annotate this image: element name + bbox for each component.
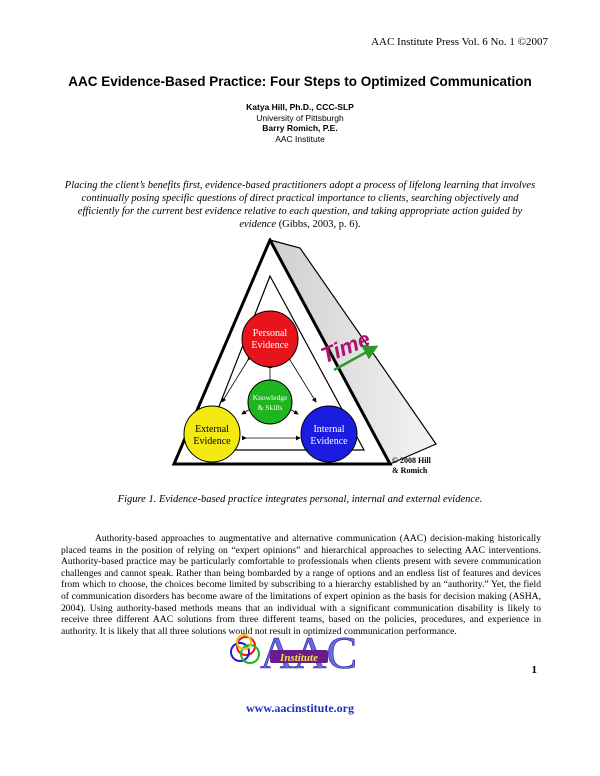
personal-label-line2: Evidence bbox=[251, 340, 289, 351]
author-name: Katya Hill, Ph.D., CCC-SLP bbox=[246, 102, 354, 112]
internal-label-line2: Evidence bbox=[310, 436, 348, 447]
page-number: 1 bbox=[531, 664, 538, 676]
quote-citation: (Gibbs, 2003, p. 6). bbox=[276, 219, 361, 230]
external-label-line1: External bbox=[195, 424, 229, 435]
body-paragraph: Authority-based approaches to augmentati… bbox=[61, 533, 541, 637]
figure-copyright-line2: & Romich bbox=[392, 466, 428, 474]
arrow-personal-external bbox=[221, 355, 253, 403]
author-affiliation: University of Pittsburgh bbox=[256, 113, 344, 123]
time-arrow bbox=[333, 345, 379, 372]
knowledge-label-line2: & Skills bbox=[258, 403, 283, 412]
personal-evidence-circle bbox=[241, 310, 299, 368]
epigraph-quote: Placing the client’s benefits first, evi… bbox=[60, 179, 540, 231]
paper-title: AAC Evidence-Based Practice: Four Steps … bbox=[68, 74, 532, 89]
figure-caption: Figure 1. Evidence-based practice integr… bbox=[117, 494, 483, 505]
figure-copyright-line1: © 2008 Hill bbox=[392, 456, 432, 465]
internal-label-line1: Internal bbox=[313, 424, 344, 435]
aac-institute-logo: AAC Institute bbox=[230, 627, 357, 678]
author-affiliation: AAC Institute bbox=[275, 134, 325, 144]
external-label-line2: Evidence bbox=[193, 436, 231, 447]
logo-rings-icon bbox=[230, 634, 260, 664]
quote-text: Placing the client’s benefits first, evi… bbox=[64, 180, 536, 230]
logo-institute-text: Institute bbox=[279, 652, 318, 664]
website-link[interactable]: www.aacinstitute.org bbox=[246, 701, 354, 715]
knowledge-skills-circle bbox=[247, 379, 293, 425]
external-evidence-circle bbox=[183, 405, 241, 463]
arrow-personal-internal bbox=[285, 355, 317, 403]
author-name: Barry Romich, P.E. bbox=[262, 123, 338, 133]
knowledge-label-line1: Knowledge bbox=[253, 393, 288, 402]
evidence-triangle-figure: Personal Evidence Knowledge & Skills Ext… bbox=[171, 238, 437, 474]
internal-evidence-circle bbox=[300, 405, 358, 463]
personal-label-line1: Personal bbox=[253, 328, 288, 339]
running-header: AAC Institute Press Vol. 6 No. 1 ©2007 bbox=[371, 36, 548, 48]
paragraph-text: Authority-based approaches to augmentati… bbox=[61, 533, 541, 637]
